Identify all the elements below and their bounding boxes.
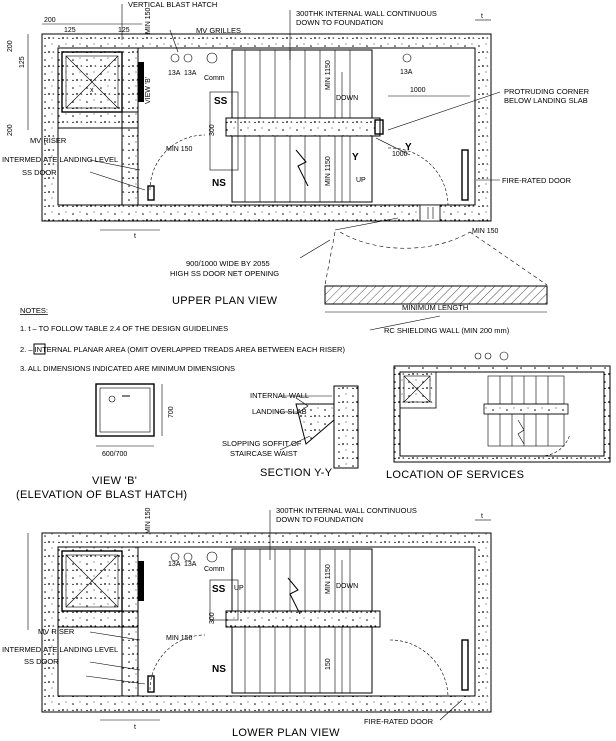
dim-min150-lower-vert: MIN 150: [145, 507, 152, 534]
label-comm-upper: Comm: [204, 75, 225, 82]
label-ns-upper: NS: [212, 178, 226, 189]
notes-heading: NOTES:: [20, 306, 48, 315]
title-view-b: VIEW 'B': [92, 475, 137, 487]
label-down-lower: DOWN: [336, 583, 358, 590]
dim-300-lower: 300: [209, 612, 216, 624]
dim-700: 700: [168, 406, 175, 418]
title-upper-plan: UPPER PLAN VIEW: [172, 295, 278, 307]
label-intermediate-landing: INTERMEDIATE LANDING LEVEL: [2, 155, 118, 164]
label-y-upper-2: Y: [405, 142, 412, 153]
upper-ss-door-swing: [149, 134, 206, 191]
dim-600-700: 600/700: [102, 451, 127, 458]
label-13a-upper-3: 13A: [400, 69, 413, 76]
label-minimum-length: MINIMUM LENGTH: [402, 303, 468, 312]
dim-125-top-2: 125: [118, 27, 130, 34]
dim-125-top-1: 125: [64, 27, 76, 34]
label-lower-internal-wall-2: DOWN TO FOUNDATION: [276, 515, 363, 524]
dim-1000: 1000: [410, 87, 426, 94]
dim-200-left-2: 200: [7, 124, 14, 136]
dim-min150-lower: MIN 150: [166, 635, 193, 642]
label-ns-lower: NS: [212, 664, 226, 675]
location-of-services-drawing: [393, 351, 611, 463]
dim-125-left: 125: [19, 56, 26, 68]
dim-min150-left: MIN 150: [166, 146, 193, 153]
label-door-opening-2: HIGH SS DOOR NET OPENING: [170, 269, 279, 278]
label-lower-fire-rated-door: FIRE-RATED DOOR: [364, 717, 434, 726]
label-door-opening: 900/1000 WIDE BY 2055: [186, 259, 270, 268]
label-ss-door: SS DOOR: [22, 168, 57, 177]
dim-150-lower: 150: [325, 658, 332, 670]
lower-outer-wall: [41, 532, 492, 713]
label-section-soffit: SLOPPING SOFFIT OF: [222, 439, 302, 448]
lower-plan-view: [27, 510, 492, 721]
dim-t-lower-top: t: [481, 513, 483, 520]
label-section-soffit-2: STAIRCASE WAIST: [230, 449, 298, 458]
label-ss-lower: SS: [212, 584, 226, 595]
dim-min1150-bot: MIN 1150: [325, 156, 332, 186]
label-section-landing-slab: LANDING SLAB: [252, 407, 307, 416]
label-lower-intermediate-landing: INTERMEDIATE LANDING LEVEL: [2, 645, 118, 654]
label-vertical-blast-hatch: VERTICAL BLAST HATCH: [128, 0, 217, 9]
label-protruding-corner-2: BELOW LANDING SLAB: [504, 96, 588, 105]
svg-text:x: x: [90, 87, 94, 94]
label-mv-grilles: MV GRILLES: [196, 26, 241, 35]
dim-200-left: 200: [7, 40, 14, 52]
label-fire-rated-door: FIRE-RATED DOOR: [502, 176, 572, 185]
label-13a-upper-1: 13A: [168, 70, 181, 77]
label-13a-lower-1: 13A: [168, 561, 181, 568]
view-b-drawing: [95, 383, 163, 447]
dim-t-top: t: [481, 13, 483, 20]
dim-min150-vert: MIN 150: [145, 7, 152, 34]
label-protruding-corner: PROTRUDING CORNER: [504, 87, 590, 96]
label-13a-upper-2: 13A: [184, 70, 197, 77]
note-3: 3. ALL DIMENSIONS INDICATED ARE MINIMUM …: [20, 364, 235, 373]
label-lower-internal-wall: 300THK INTERNAL WALL CONTINUOUS: [276, 506, 417, 515]
dim-t-bottom: t: [134, 233, 136, 240]
dim-min1150-top: MIN 1150: [325, 60, 332, 90]
dim-t-lower-bottom: t: [134, 724, 136, 731]
label-ss-upper: SS: [214, 96, 228, 107]
label-up-upper: UP: [356, 177, 366, 184]
label-internal-wall-2: DOWN TO FOUNDATION: [296, 18, 383, 27]
upper-outer-wall: [41, 33, 492, 222]
upper-plan-view: x: [27, 4, 548, 331]
label-rc-shielding: RC SHIELDING WALL (MIN 200 mm): [384, 326, 510, 335]
label-lower-ss-door: SS DOOR: [24, 657, 59, 666]
upper-internal-wall: [121, 111, 139, 206]
dim-min1150-lower: MIN 1150: [325, 564, 332, 594]
dim-1000-diag: 1000: [392, 151, 408, 158]
dim-300-upper: 300: [209, 124, 216, 136]
label-comm-lower: Comm: [204, 566, 225, 573]
note-2: 2. – INTERNAL PLANAR AREA (OMIT OVERLAPP…: [20, 345, 345, 354]
title-lower-plan: LOWER PLAN VIEW: [232, 727, 340, 739]
dim-200-top: 200: [44, 17, 56, 24]
label-internal-wall: 300THK INTERNAL WALL CONTINUOUS: [296, 9, 437, 18]
title-location-services: LOCATION OF SERVICES: [386, 469, 524, 481]
subtitle-view-b: (ELEVATION OF BLAST HATCH): [16, 489, 187, 501]
label-down-upper: DOWN: [336, 95, 358, 102]
upper-fire-door-swing: [387, 147, 449, 206]
label-section-internal-wall: INTERNAL WALL: [250, 391, 309, 400]
section-yy-drawing: [276, 385, 359, 469]
upper-stair-flights: [209, 49, 384, 203]
label-y-upper-1: Y: [352, 152, 359, 163]
label-view-b-upper: VIEW 'B': [145, 77, 152, 104]
note-1: 1. t – TO FOLLOW TABLE 2.4 OF THE DESIGN…: [20, 324, 228, 333]
dim-min150-bottom: MIN 150: [472, 228, 499, 235]
note-2-symbol: [33, 343, 46, 355]
upper-blast-hatch: [138, 62, 144, 102]
label-lower-mv-riser: MV RISER: [38, 627, 75, 636]
label-13a-lower-2: 13A: [184, 561, 197, 568]
label-mv-riser: MV RISER: [30, 136, 67, 145]
label-up-lower: UP: [234, 585, 244, 592]
title-section-yy: SECTION Y-Y: [260, 467, 333, 479]
rc-shielding-wall: [324, 285, 548, 305]
